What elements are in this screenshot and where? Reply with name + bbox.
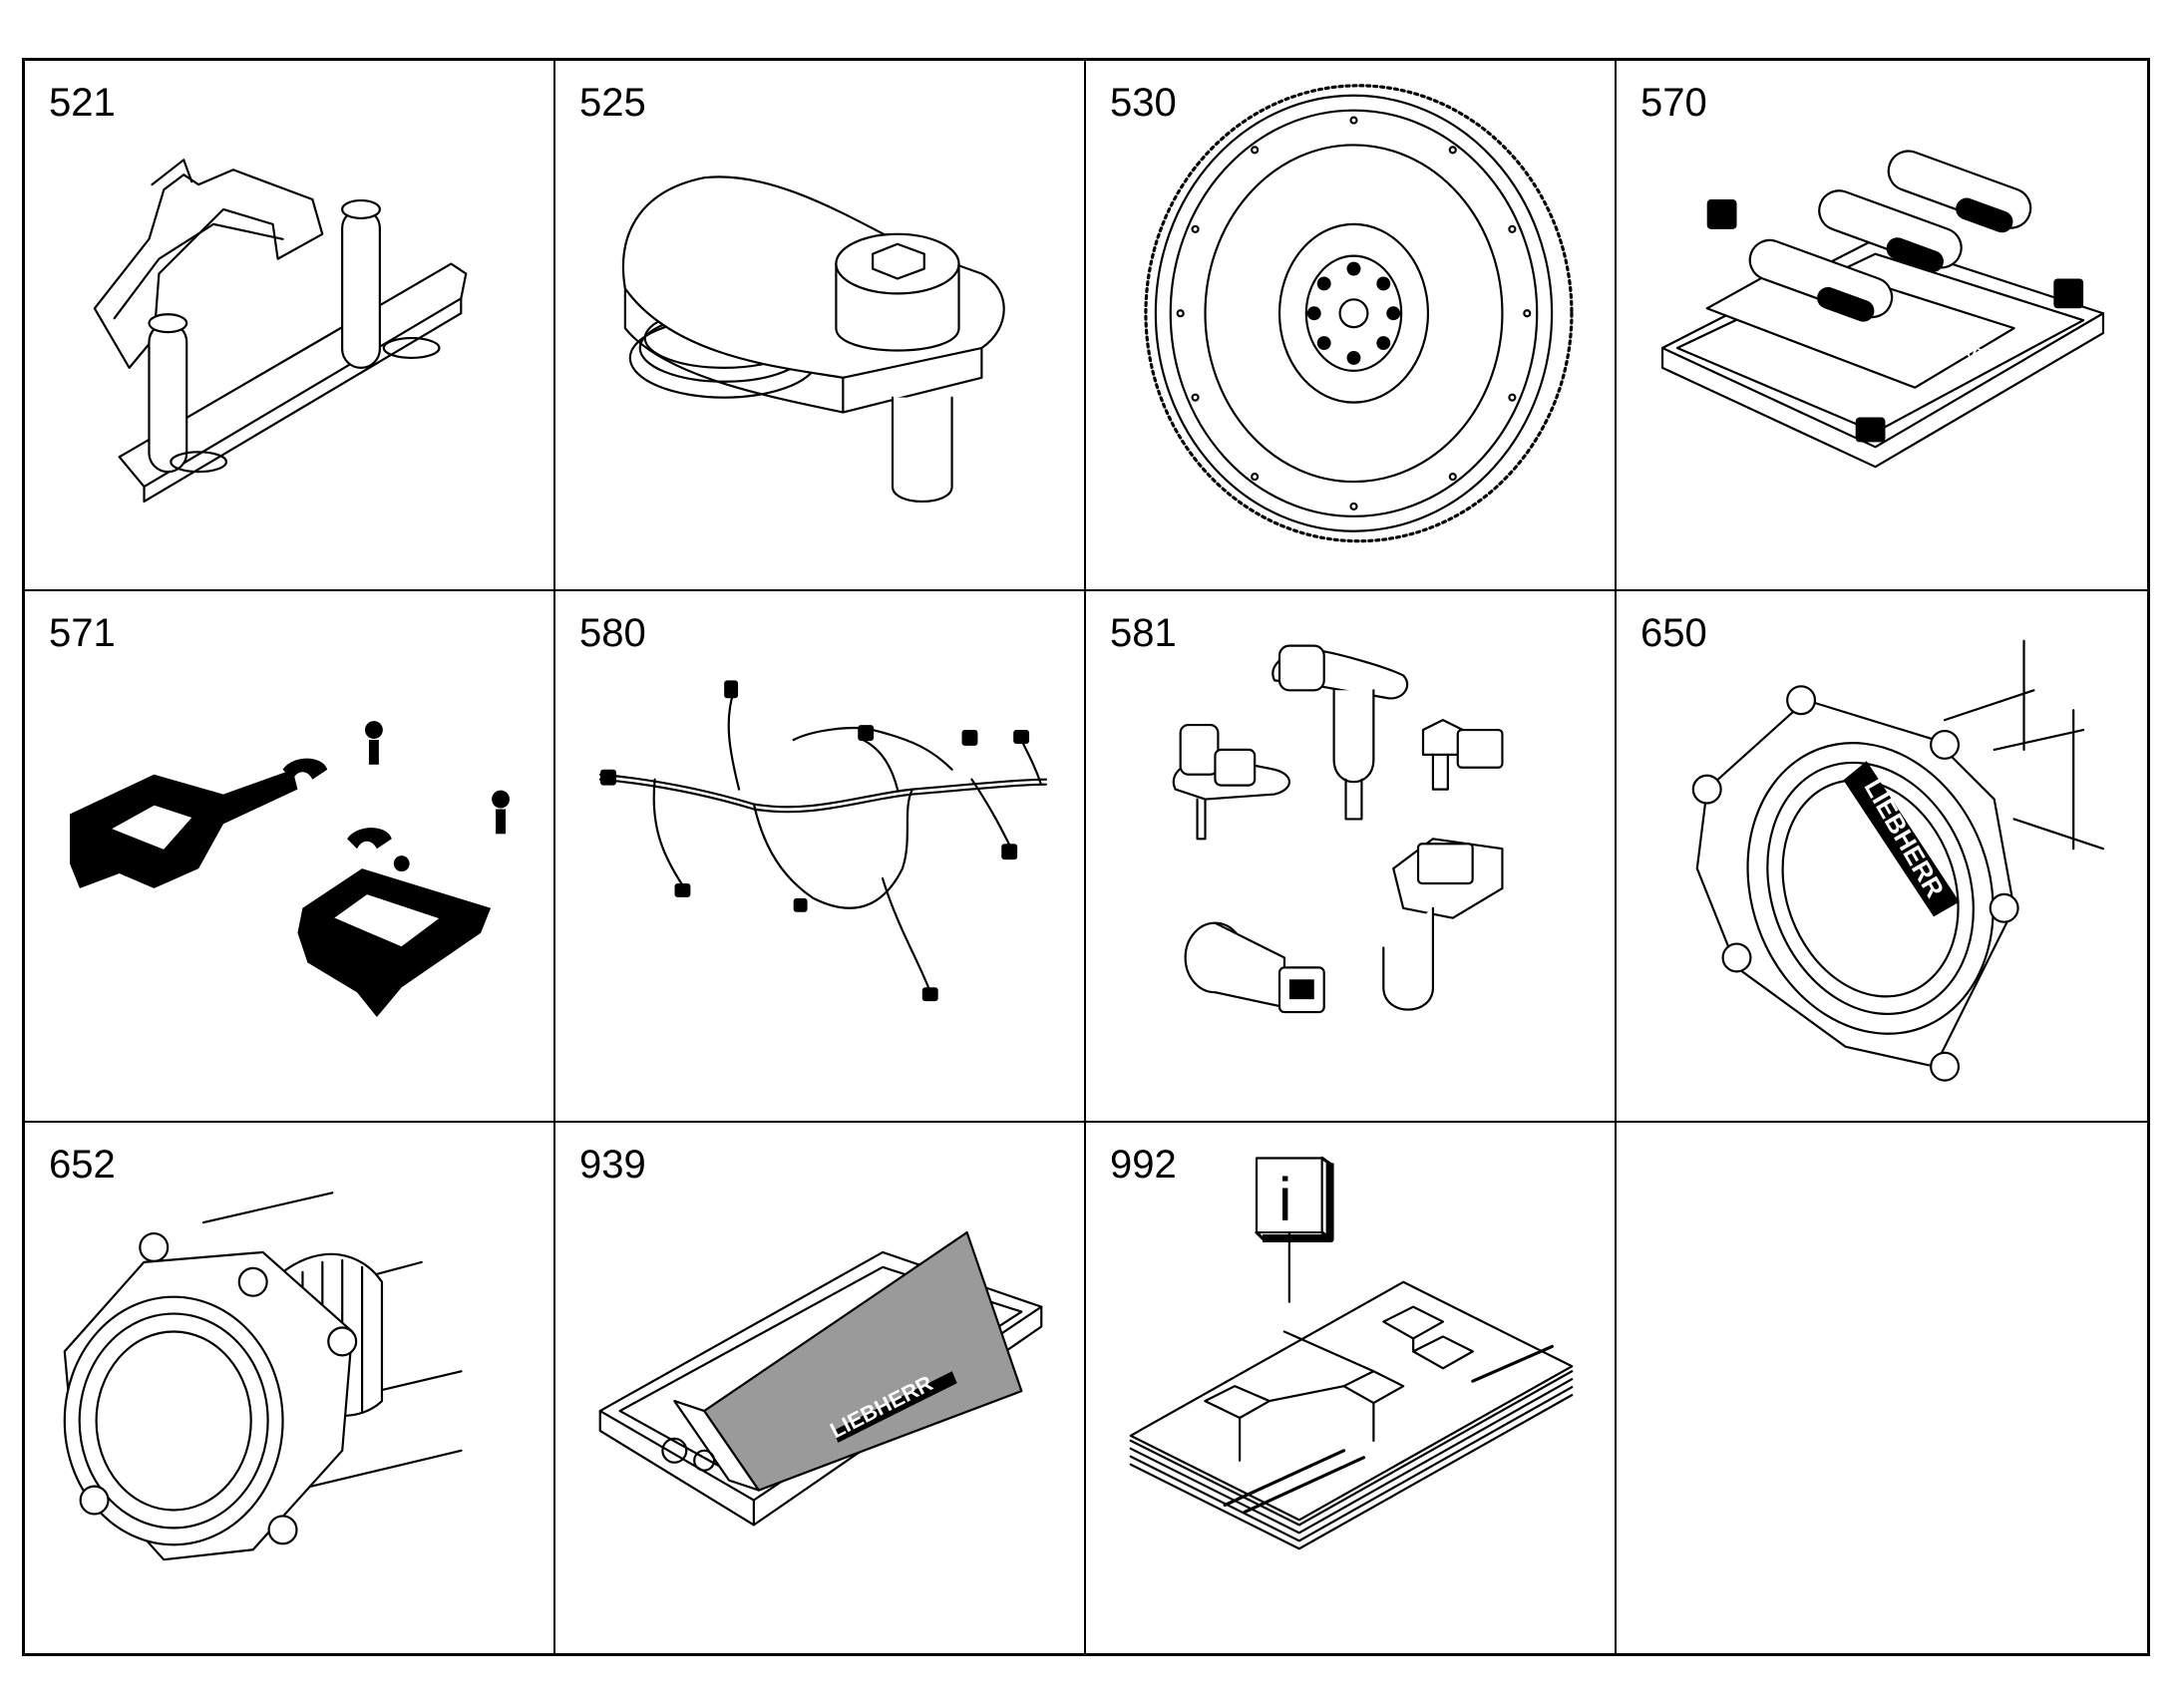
group-number: 580 [579, 611, 646, 656]
group-number: 525 [579, 81, 646, 125]
wiring-harness-icon [598, 680, 1048, 1002]
group-cell-521[interactable]: 521 [25, 61, 555, 592]
group-number: 570 [1640, 81, 1707, 125]
group-cell-581[interactable]: 581 [1086, 591, 1617, 1123]
group-number: 581 [1110, 611, 1177, 656]
group-cell-939[interactable]: 939 LIEBHERR [555, 1122, 1086, 1653]
info-symbol: i [1278, 1166, 1292, 1234]
spare-parts-kit-icon: LIEBHERR [598, 1230, 1043, 1527]
group-cell-525[interactable]: 525 [555, 61, 1086, 592]
flywheel-icon [1144, 84, 1574, 543]
mounting-brackets-icon [70, 721, 510, 1018]
valve-block-icon: LIEBHERR [1660, 150, 2105, 469]
housing-cover-icon: LIEBHERR [1691, 639, 2105, 1083]
group-number: 652 [49, 1142, 116, 1187]
group-cell-580[interactable]: 580 [555, 591, 1086, 1123]
group-cell-992[interactable]: 992 i [1086, 1122, 1617, 1653]
group-cell-530[interactable]: 530 [1086, 61, 1617, 592]
group-number: 992 [1110, 1142, 1177, 1187]
parts-group-grid: 521 525 [22, 58, 2150, 1656]
cover-cap-icon [621, 175, 1005, 504]
group-number: 939 [579, 1142, 646, 1187]
group-number: 521 [49, 81, 116, 125]
group-cell-650[interactable]: 650 LIEBHERR [1617, 591, 2147, 1123]
group-number: 530 [1110, 81, 1177, 125]
group-cell-652[interactable]: 652 [25, 1122, 555, 1653]
group-cell-570[interactable]: 570 LIEBHERR [1617, 61, 2147, 592]
documentation-icon: i [1129, 1156, 1574, 1550]
drive-housing-icon [63, 1191, 463, 1560]
group-cell-571[interactable]: 571 [25, 591, 555, 1123]
bracket-with-pins-icon [93, 159, 468, 504]
empty-cell [1617, 1123, 2147, 1653]
group-number: 650 [1640, 611, 1707, 656]
group-number: 571 [49, 611, 116, 656]
sensors-icon [1172, 644, 1504, 1014]
